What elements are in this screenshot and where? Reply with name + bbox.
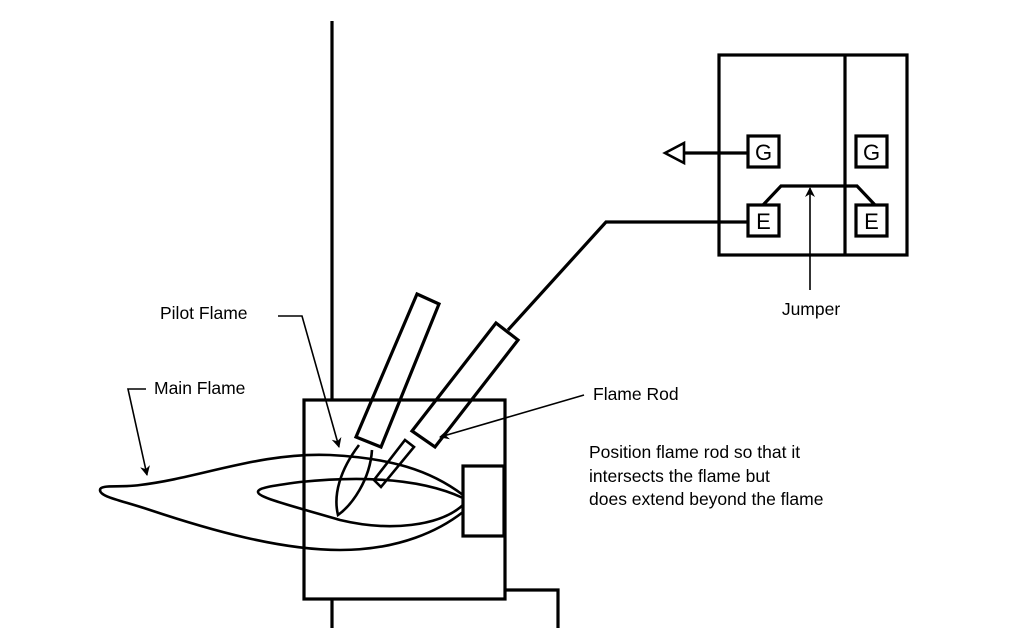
- terminal-left-e[interactable]: E: [746, 203, 781, 238]
- pilot-flame-leader: [278, 315, 342, 448]
- main-flame-label: Main Flame: [154, 378, 245, 398]
- control-box: [717, 53, 909, 257]
- main-flame-leader: [127, 388, 150, 476]
- terminal-left-e-label: E: [756, 209, 771, 234]
- flame-rod-holder: [409, 320, 521, 450]
- flame-rod-wire: [506, 220, 749, 332]
- terminal-right-g[interactable]: G: [854, 134, 889, 169]
- terminal-left-g-label: G: [755, 140, 772, 165]
- flame-rod-leader: [439, 394, 585, 440]
- flame-rod-element: [372, 438, 416, 489]
- pilot-burner-tube: [353, 291, 442, 450]
- terminal-left-g[interactable]: G: [746, 134, 781, 169]
- flame-rod-label: Flame Rod: [593, 384, 679, 404]
- terminal-right-g-label: G: [863, 140, 880, 165]
- ground-arrow-icon: [662, 140, 686, 166]
- note-line-2: intersects the flame but: [589, 466, 770, 486]
- main-flame: [98, 453, 464, 552]
- terminal-right-e-label: E: [864, 209, 879, 234]
- pilot-flame-label: Pilot Flame: [160, 303, 248, 323]
- chamber-leg-right: [505, 588, 560, 628]
- terminal-right-e[interactable]: E: [854, 203, 889, 238]
- burner-nozzle: [461, 464, 506, 538]
- note-line-3: does extend beyond the flame: [589, 489, 823, 509]
- jumper-label: Jumper: [782, 299, 841, 319]
- positioning-note: Position flame rod so that it intersects…: [589, 442, 823, 509]
- pilot-flame: [335, 444, 374, 518]
- note-line-1: Position flame rod so that it: [589, 442, 800, 462]
- jumper-wire: [761, 184, 877, 207]
